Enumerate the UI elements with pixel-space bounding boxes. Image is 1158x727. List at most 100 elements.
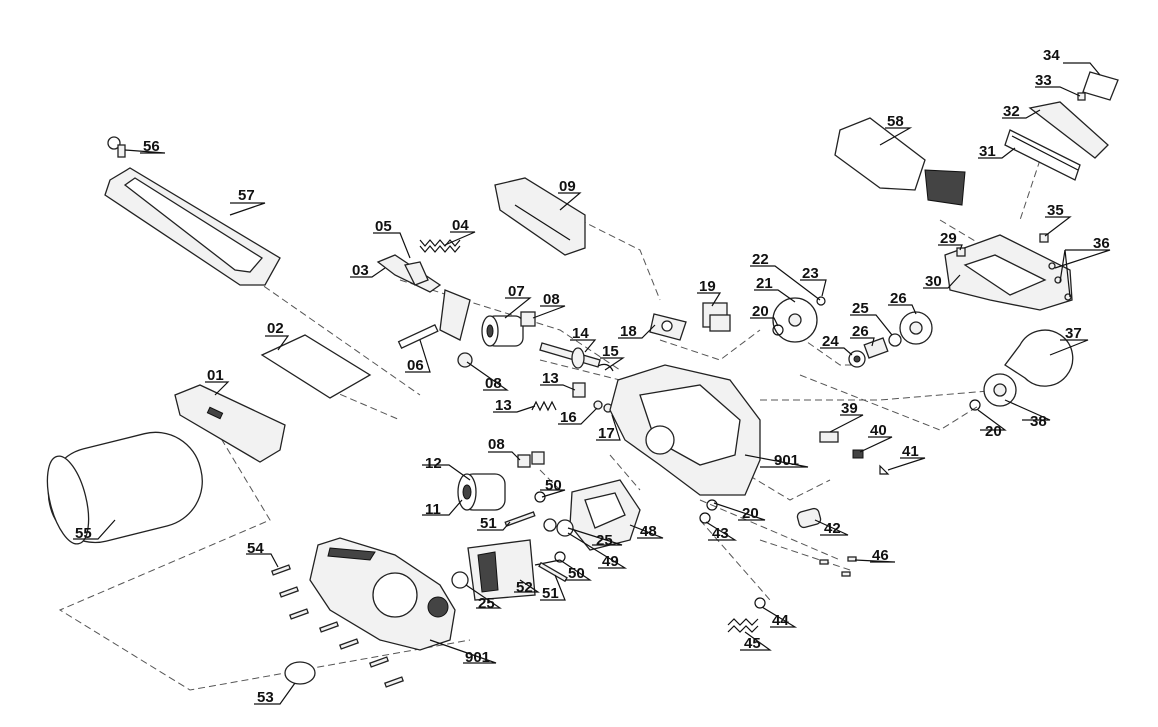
part-16-clip [597,363,614,372]
part-15-shaft [539,342,601,369]
part-50-ring-b [554,551,566,563]
callout-08-mid: 08 [485,375,502,392]
callout-27-low: 25 [478,595,495,612]
callout-11: 11 [425,501,441,518]
callout-21-mid: 20 [742,505,759,522]
callout-32: 32 [1003,103,1020,120]
callout-21-top: 20 [752,303,769,320]
part-51-screw-b [538,561,568,583]
part-01-bracket [174,384,286,463]
part-04-spring [419,239,461,253]
callout-14: 13 [542,370,559,387]
callout-15: 14 [572,325,589,342]
part-58-dust-box [834,117,926,191]
callout-42: 42 [824,520,841,537]
callout-01: 01 [207,367,224,384]
callout-29: 29 [940,230,957,247]
callout-33: 33 [1035,72,1052,89]
callout-07: 07 [508,283,525,300]
part-58-dust-port [924,169,966,206]
callout-52: 52 [516,579,533,596]
callout-41: 41 [902,443,919,460]
callout-05: 05 [375,218,392,235]
callout-06: 06 [407,357,424,374]
part-14-clamp [572,382,586,398]
callout-25: 24 [822,333,839,350]
part-12-motor-can [457,473,506,511]
part-34-label [1082,71,1119,101]
callout-55: 55 [75,525,92,542]
callout-39: 39 [841,400,858,417]
part-25-washer [848,350,866,368]
callout-50-low: 50 [568,565,585,582]
callout-36: 36 [1093,235,1110,252]
callout-26: 26 [852,323,869,340]
callout-40: 40 [870,422,887,439]
callout-22: 21 [756,275,773,292]
callout-56: 56 [143,138,160,155]
part-08-brush-holder-b [517,451,545,468]
callout-51-low: 51 [542,585,559,602]
part-901-motor-housing [609,364,761,496]
part-31-drive-belt [1004,129,1081,181]
part-43-ring [699,512,711,524]
part-33-screw [1077,92,1086,101]
callout-54: 54 [247,540,264,557]
part-40-screw [852,449,864,459]
callout-58: 58 [887,113,904,130]
part-19-bearing-plate [649,313,687,341]
callout-38: 38 [1030,413,1047,430]
callout-45: 45 [744,635,761,652]
part-35-screw [1039,233,1049,243]
callout-34: 34 [1043,47,1060,64]
part-28-bevel-gear [899,311,933,345]
callout-16: 15 [602,343,619,360]
callout-901-low: 901 [465,649,490,666]
callout-08-top: 08 [543,291,560,308]
part-17-screw [593,400,613,413]
part-41-clip [879,464,890,475]
part-24-ring [816,296,826,306]
callout-09: 09 [559,178,576,195]
part-32-belt-cover [1028,101,1109,159]
callout-30: 30 [925,273,942,290]
callout-20: 19 [699,278,716,295]
callout-03: 03 [352,262,369,279]
part-49-bearing [556,519,574,537]
part-37-cover-disc [1004,329,1074,387]
part-08-brush-holder [520,311,536,327]
part-52-armature [467,539,561,601]
callout-49: 49 [602,553,619,570]
callout-53: 53 [257,689,274,706]
part-29-screw [956,247,966,257]
part-45-spring [727,618,759,633]
part-46-screws [819,556,857,577]
callout-04: 04 [452,217,469,234]
callout-24: 23 [802,265,819,282]
part-54-screws [271,564,404,688]
part-21-ring-b [969,399,981,411]
part-56-screw [107,136,126,158]
part-901-housing-half [309,537,456,651]
part-09-cover [494,177,586,256]
callout-17: 16 [560,409,577,426]
callout-48: 48 [640,523,657,540]
part-27-washer-b [543,518,557,532]
callout-50-top: 50 [545,477,562,494]
callout-44: 44 [772,612,789,629]
leader-lines [73,62,1111,705]
part-51-screw [504,511,536,527]
callout-18: 17 [598,425,615,442]
callout-43: 43 [712,525,729,542]
part-02-plate [260,334,372,399]
callout-901-top: 901 [774,452,799,469]
callout-27-mid: 25 [596,532,613,549]
callout-19: 18 [620,323,637,340]
part-27-washer [888,333,902,347]
callout-13: 13 [495,397,512,414]
part-26-pinion [863,337,889,359]
part-42-knob [796,507,822,529]
callout-labels: 34 33 32 31 58 56 57 09 04 05 03 07 08 0… [75,47,1110,706]
callout-46: 46 [872,547,889,564]
